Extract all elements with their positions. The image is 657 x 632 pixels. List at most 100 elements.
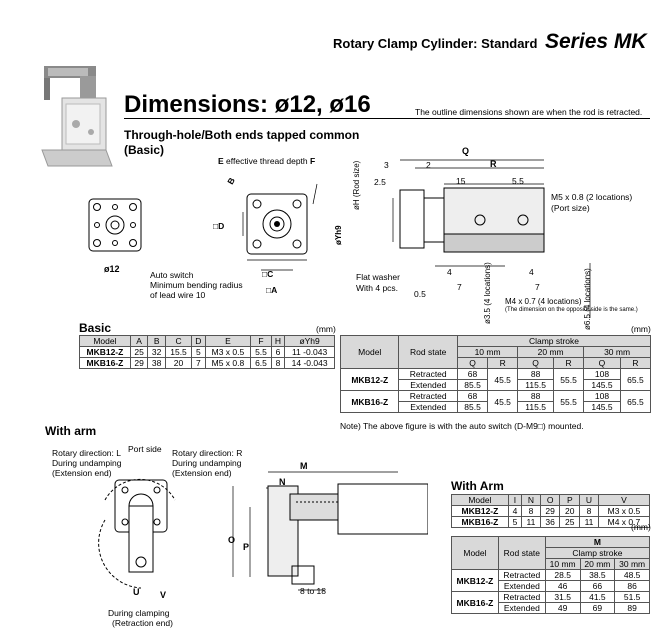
table-cell: 5.5	[250, 346, 272, 358]
with4-label: With 4 pcs.	[356, 283, 399, 293]
arm-header-cell: I	[507, 494, 523, 506]
label-P: P	[243, 542, 250, 552]
rod-state-cell: Retracted	[497, 569, 546, 581]
table-cell: 29	[129, 357, 149, 369]
m-stroke-cell: 20 mm	[579, 558, 616, 570]
table-cell: 5	[191, 346, 206, 358]
port-side: Port side	[128, 444, 162, 454]
basic-header-cell: B	[147, 335, 166, 347]
basic-header-cell: Model	[79, 335, 131, 347]
m-value-cell: 48.5	[614, 569, 650, 581]
table-cell: 6.5	[250, 357, 272, 369]
min-bend-label: Minimum bending radius	[150, 280, 243, 290]
label-R: R	[490, 159, 497, 169]
phi12-label: ø12	[104, 264, 120, 274]
dim-same-label: (The dimension on the opposite side is t…	[505, 307, 638, 313]
auto-switch-label: Auto switch	[150, 270, 194, 280]
table-cell: 29	[539, 505, 561, 517]
m-h-clamp: Clamp stroke	[544, 547, 651, 559]
basic-header-cell: H	[270, 335, 286, 347]
q-value-cell: 108	[583, 368, 621, 380]
arm-title: With arm	[45, 424, 97, 438]
rod-state-cell: Retracted	[497, 591, 546, 603]
table-cell: 36	[539, 516, 561, 528]
q-value-cell: 145.5	[583, 401, 621, 413]
table-cell: 15.5	[164, 346, 193, 358]
m-value-cell: 49	[544, 602, 581, 614]
table-cell: 11 -0.043	[284, 346, 335, 358]
table-cell: 38	[147, 357, 166, 369]
r-value-cell: 45.5	[487, 390, 519, 413]
m-h-rod: Rod state	[497, 536, 546, 570]
rod-state-cell: Retracted	[398, 368, 458, 380]
table-cell: 20	[559, 505, 581, 517]
stroke-h-clamp: Clamp stroke	[456, 335, 652, 347]
arm-header-cell: U	[579, 494, 599, 506]
m-value-cell: 38.5	[579, 569, 616, 581]
rod-state-cell: Extended	[398, 379, 458, 391]
table-cell: MKB16-Z	[451, 516, 509, 528]
dims-title: Dimensions: ø12, ø16	[124, 91, 371, 118]
arm-table-title: With Arm	[451, 479, 504, 493]
rod-state-cell: Extended	[497, 602, 546, 614]
label-O: O	[228, 535, 236, 545]
dim-3: 3	[384, 160, 389, 170]
q-value-cell: 85.5	[456, 379, 489, 391]
r-value-cell: 65.5	[619, 390, 652, 413]
dims-note: The outline dimensions shown are when th…	[415, 107, 643, 117]
m-value-cell: 28.5	[544, 569, 581, 581]
r-value-cell: 55.5	[553, 368, 585, 391]
lead-wire-label: of lead wire 10	[150, 290, 206, 300]
q-value-cell: 145.5	[583, 379, 621, 391]
m-value-cell: 46	[544, 580, 581, 592]
rot-l-2: During undamping	[52, 458, 122, 468]
table-cell: 7	[191, 357, 206, 369]
phiH-label: øH (Rod size)	[352, 160, 361, 210]
product-photo	[41, 66, 113, 167]
q-value-cell: 68	[456, 368, 489, 380]
label-D: □D	[213, 221, 225, 231]
arm-header-cell: N	[521, 494, 541, 506]
table-cell: 11	[579, 516, 599, 528]
label-M: M	[300, 461, 308, 471]
q-value-cell: 115.5	[517, 379, 555, 391]
basic-table-title: Basic	[79, 321, 112, 335]
table-cell: 14 -0.043	[284, 357, 335, 369]
q-value-cell: 115.5	[517, 401, 555, 413]
dim-4: 4	[447, 267, 452, 277]
table-cell: M5 x 0.8	[204, 357, 252, 369]
q-value-cell: 108	[583, 390, 621, 402]
phi3-5-label: ø3.5 (4 locations)	[483, 262, 492, 324]
table-cell: 8	[579, 505, 599, 517]
m-stroke-cell: 10 mm	[544, 558, 581, 570]
q-value-cell: 88	[517, 390, 555, 402]
arm-header-cell: P	[559, 494, 581, 506]
table-cell: M4 x 0.7	[597, 516, 651, 528]
phi6-5-label: ø6.5 (4 locations)	[583, 268, 592, 330]
stroke-note: Note) The above figure is with the auto …	[340, 421, 584, 431]
front-view-drawing	[242, 183, 318, 271]
label-V: V	[160, 590, 167, 600]
dim-15: 15	[456, 176, 466, 186]
label-U: U	[133, 587, 140, 597]
basic-header-cell: C	[164, 335, 193, 347]
table-cell: 25	[559, 516, 581, 528]
stroke-qr-cell: R	[619, 357, 652, 369]
table-cell: 8	[270, 357, 286, 369]
basic-header-cell: øYh9	[284, 335, 335, 347]
m-value-cell: 41.5	[579, 591, 616, 603]
basic-header-cell: F	[250, 335, 272, 347]
rot-r-2: During undamping	[172, 458, 242, 468]
rod-state-cell: Extended	[497, 580, 546, 592]
stroke-h-30: 30 mm	[583, 346, 651, 358]
dim-2-5: 2.5	[374, 177, 386, 187]
